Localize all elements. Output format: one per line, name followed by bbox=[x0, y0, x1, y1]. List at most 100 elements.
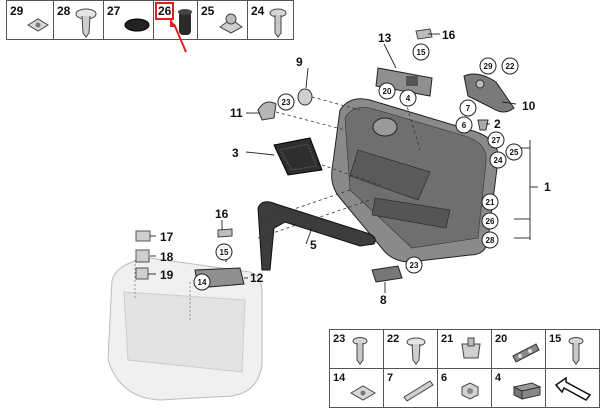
screw-icon bbox=[352, 337, 368, 365]
part-cell-26[interactable]: 26 bbox=[154, 1, 198, 39]
speed-nut-icon bbox=[27, 18, 49, 32]
callout-16-lower: 16 bbox=[215, 207, 229, 221]
armrest-trim-strip[interactable] bbox=[257, 201, 376, 271]
circled-24: 24 bbox=[494, 156, 503, 165]
circled-7: 7 bbox=[466, 104, 471, 113]
screw-icon bbox=[269, 8, 287, 38]
hex-nut-icon bbox=[461, 382, 479, 400]
clip-17[interactable] bbox=[135, 230, 151, 242]
part-number: 14 bbox=[333, 372, 346, 384]
circled-14: 14 bbox=[198, 278, 207, 287]
part-cell-15[interactable]: 15 bbox=[546, 330, 600, 369]
round-pad-icon bbox=[124, 18, 150, 32]
part-number: 26 bbox=[154, 2, 175, 20]
clip-part-2[interactable] bbox=[477, 119, 489, 131]
callout-11: 11 bbox=[230, 106, 243, 120]
clip-18[interactable] bbox=[135, 249, 150, 263]
part-number: 29 bbox=[10, 4, 24, 18]
part-number: 7 bbox=[387, 372, 394, 384]
reflector-part[interactable] bbox=[371, 265, 403, 283]
callout-8: 8 bbox=[380, 293, 387, 307]
circled-15: 15 bbox=[417, 48, 426, 57]
door-handle[interactable] bbox=[463, 73, 515, 113]
callout-9: 9 bbox=[296, 55, 303, 69]
part-number: 27 bbox=[107, 4, 121, 18]
part-number: 6 bbox=[441, 372, 448, 384]
part-number: 21 bbox=[441, 333, 454, 345]
circled-29: 29 bbox=[484, 62, 493, 71]
circled-23-lower: 23 bbox=[410, 261, 419, 270]
expanding-rivet-icon bbox=[406, 337, 426, 365]
door-panel-carrier[interactable] bbox=[107, 257, 263, 401]
callout-19: 19 bbox=[160, 268, 174, 282]
part-cell-28[interactable]: 28 bbox=[54, 1, 104, 39]
expanding-rivet-icon bbox=[75, 8, 97, 38]
part-cell-6[interactable]: 6 bbox=[438, 369, 492, 407]
circled-22: 22 bbox=[506, 62, 515, 71]
callout-3: 3 bbox=[232, 146, 239, 160]
part-cell-20[interactable]: 20 bbox=[492, 330, 546, 369]
clip-icon bbox=[461, 337, 481, 359]
top-parts-strip: 29 28 27 26 25 24 bbox=[6, 0, 294, 40]
part-cell-7[interactable]: 7 bbox=[384, 369, 438, 407]
circled-6: 6 bbox=[462, 121, 467, 130]
ring-part[interactable] bbox=[297, 88, 313, 106]
circled-15-lower: 15 bbox=[220, 248, 229, 257]
callout-5: 5 bbox=[310, 238, 317, 252]
circled-28: 28 bbox=[486, 236, 495, 245]
part-number: 22 bbox=[387, 333, 400, 345]
part-number: 25 bbox=[201, 4, 215, 18]
rubber-buffer-icon bbox=[178, 9, 192, 35]
callout-1: 1 bbox=[544, 180, 551, 194]
cover-cap[interactable] bbox=[257, 101, 277, 121]
circled-4: 4 bbox=[406, 94, 411, 103]
foam-pad-icon bbox=[512, 382, 542, 400]
callout-13: 13 bbox=[378, 31, 392, 45]
highlight-arrow-icon bbox=[170, 18, 187, 53]
bottom-parts-grid: 23 22 21 20 15 14 bbox=[329, 329, 600, 408]
switch-bracket-upper[interactable] bbox=[375, 67, 433, 97]
circled-27: 27 bbox=[492, 136, 501, 145]
part-cell-4[interactable]: 4 bbox=[492, 369, 546, 407]
part-cell-29[interactable]: 29 bbox=[7, 1, 54, 39]
trim-strip-icon bbox=[403, 380, 434, 402]
callout-18: 18 bbox=[160, 250, 174, 264]
clip-19[interactable] bbox=[135, 267, 149, 280]
screw-icon bbox=[568, 337, 584, 365]
circled-callouts: 15 29 22 20 4 23 7 6 27 25 24 21 26 28 2… bbox=[193, 43, 523, 291]
pad-upper[interactable] bbox=[415, 28, 433, 40]
callout-12: 12 bbox=[250, 271, 264, 285]
part-number: 28 bbox=[57, 4, 71, 18]
callout-17: 17 bbox=[160, 230, 174, 244]
part-cell-23[interactable]: 23 bbox=[330, 330, 384, 369]
part-cell-25[interactable]: 25 bbox=[198, 1, 248, 39]
circled-25: 25 bbox=[510, 148, 519, 157]
speed-nut-icon bbox=[350, 385, 376, 401]
part-cell-27[interactable]: 27 bbox=[104, 1, 154, 39]
part-cell-22[interactable]: 22 bbox=[384, 330, 438, 369]
clip-nut-icon bbox=[219, 13, 243, 34]
circled-21: 21 bbox=[486, 198, 495, 207]
part-cell-21[interactable]: 21 bbox=[438, 330, 492, 369]
part-number: 15 bbox=[549, 333, 562, 345]
part-number: 20 bbox=[495, 333, 508, 345]
callout-16-upper: 16 bbox=[442, 28, 456, 42]
circled-23: 23 bbox=[282, 98, 291, 107]
part-cell-arrow[interactable] bbox=[546, 369, 600, 407]
callout-2: 2 bbox=[494, 117, 501, 131]
part-number: 24 bbox=[251, 4, 265, 18]
part-cell-24[interactable]: 24 bbox=[248, 1, 295, 39]
callout-10: 10 bbox=[522, 99, 536, 113]
part-number: 23 bbox=[333, 333, 346, 345]
part-cell-14[interactable]: 14 bbox=[330, 369, 384, 407]
speaker-grille[interactable] bbox=[273, 137, 323, 176]
pad-lower[interactable] bbox=[217, 228, 233, 238]
circled-20: 20 bbox=[383, 87, 392, 96]
arrow-tool-icon bbox=[554, 376, 592, 401]
door-trim-panel[interactable] bbox=[331, 98, 499, 263]
assembly-guide-lines bbox=[257, 95, 421, 239]
part-number: 4 bbox=[495, 372, 502, 384]
bracket-icon bbox=[512, 343, 540, 363]
circled-26: 26 bbox=[486, 217, 495, 226]
